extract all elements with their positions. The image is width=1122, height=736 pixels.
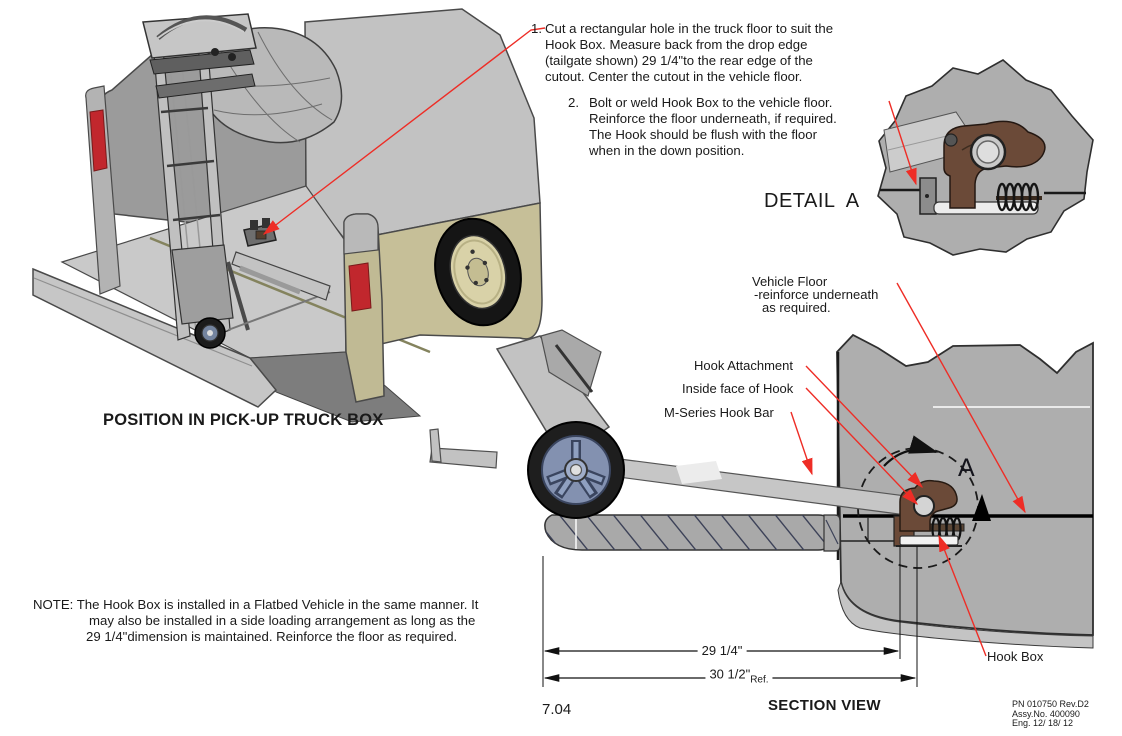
- note-line: may also be installed in a side loading …: [89, 613, 476, 628]
- note-line: 29 1/4"dimension is maintained. Reinforc…: [86, 629, 458, 644]
- hand-truck-mid-panel: [171, 244, 234, 325]
- hook-attachment-label: Hook Attachment: [694, 358, 793, 373]
- title-block-pn: PN 010750 Rev.D2: [1012, 699, 1089, 709]
- tailgate-cross-section: [544, 514, 831, 551]
- red-leader-lines: [262, 27, 1026, 657]
- detail-a-marker: A: [958, 454, 975, 482]
- hand-truck: [142, 13, 343, 349]
- hook-box-label: Hook Box: [987, 649, 1044, 664]
- hand-truck-toe-plate: [429, 447, 498, 469]
- section-hook-pivot: [913, 495, 935, 517]
- instruction-2-line: when in the down position.: [589, 143, 745, 158]
- dimension-30-1-2-value: 30 1/2": [709, 666, 751, 682]
- m-series-label: M-Series Hook Bar: [664, 405, 774, 420]
- instruction-1-number: 1.: [531, 21, 542, 36]
- truck-canopy: [304, 8, 541, 242]
- dimension-29-1-4: 29 1/4": [697, 642, 747, 658]
- rotation-arc-arrow: [883, 435, 939, 467]
- title-block-assy: Assy.No. 400090: [1012, 708, 1080, 719]
- instruction-2-number: 2.: [568, 95, 579, 110]
- leader-vehicle-floor: [896, 282, 1026, 514]
- detail-spring: [996, 182, 1040, 212]
- leader-hook-box: [938, 534, 987, 657]
- truck-illustration: [32, 8, 543, 423]
- instruction-1-line: (tailgate shown) 29 1/4"to the rear edge…: [545, 53, 813, 68]
- truck-wheel: [434, 217, 522, 327]
- dimension-ref-suffix: Ref.: [750, 674, 769, 686]
- section-floor-underbody: [837, 580, 1094, 649]
- instruction-2-line: Bolt or weld Hook Box to the vehicle flo…: [589, 95, 833, 110]
- truck-right-tail-light: [348, 262, 372, 312]
- leader-inside-face: [805, 387, 918, 506]
- note-line: NOTE: The Hook Box is installed in a Fla…: [33, 597, 479, 612]
- section-view-caption: SECTION VIEW: [768, 697, 881, 714]
- leader-m-series: [790, 411, 813, 476]
- instruction-2-line: Reinforce the floor underneath, if requi…: [589, 111, 837, 126]
- vehicle-floor-label: as required.: [762, 300, 831, 315]
- hook-box-section: [893, 479, 965, 547]
- instruction-1-line: cutout. Center the cutout in the vehicle…: [545, 69, 803, 84]
- section-view: [429, 329, 1094, 649]
- inside-face-label: Inside face of Hook: [682, 381, 794, 396]
- hand-truck-section: [429, 329, 625, 519]
- page-number: 7.04: [542, 701, 572, 718]
- truck-left-tail-light: [89, 109, 108, 172]
- detail-a-title: DETAIL A: [764, 190, 860, 212]
- leader-step2: [888, 100, 917, 186]
- section-flag-marker: [972, 494, 991, 521]
- section-floor-mass: [836, 333, 1094, 636]
- instruction-1-line: Hook Box. Measure back from the drop edg…: [545, 37, 808, 52]
- instruction-2-line: The Hook should be flush with the floor: [589, 127, 817, 142]
- position-caption: POSITION IN PICK-UP TRUCK BOX: [103, 411, 384, 429]
- hook-bar-on-floor: [231, 251, 331, 301]
- detail-a-view: [877, 59, 1094, 256]
- leader-step1: [262, 27, 546, 235]
- instruction-1-line: Cut a rectangular hole in the truck floo…: [545, 21, 834, 36]
- leader-hook-attachment: [805, 365, 923, 489]
- vehicle-floor-label: -reinforce underneath: [754, 287, 879, 302]
- title-block-eng: Eng. 12/ 18/ 12: [1012, 718, 1074, 728]
- dimension-30-1-2: 30 1/2"Ref.: [705, 666, 773, 688]
- hand-truck-section-wheel: [527, 421, 625, 519]
- vehicle-floor-label: Vehicle Floor: [752, 274, 828, 289]
